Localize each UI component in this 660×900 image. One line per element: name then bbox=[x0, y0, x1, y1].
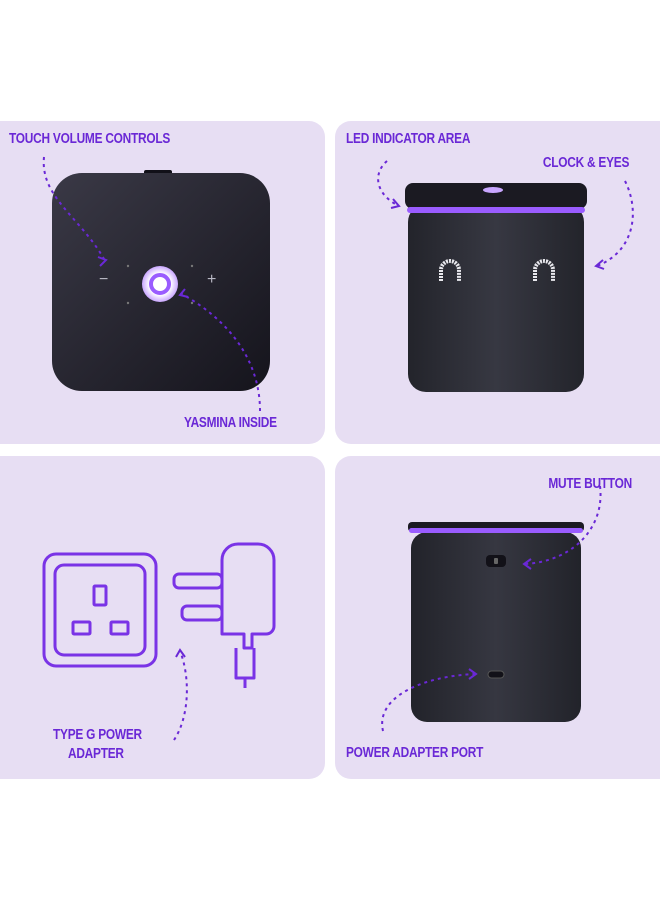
pointer-led-line bbox=[377, 160, 398, 206]
adapter-illustration bbox=[42, 542, 276, 741]
volume-minus-icon[interactable]: − bbox=[99, 271, 109, 288]
panel-back-view: MUTE BUTTON POWER ADAPTER PORT bbox=[335, 456, 660, 779]
device-front-illustration bbox=[377, 160, 634, 392]
socket-neutral-slot bbox=[109, 620, 130, 636]
socket-outline bbox=[42, 552, 158, 668]
label-touch-volume: TOUCH VOLUME CONTROLS bbox=[9, 131, 171, 147]
label-power-port: POWER ADAPTER PORT bbox=[346, 745, 484, 761]
yasmina-logo-icon bbox=[149, 273, 171, 295]
pointer-clock-line bbox=[596, 180, 634, 267]
adapter-body bbox=[220, 542, 276, 650]
pointer-mute-arrow bbox=[522, 558, 532, 570]
pointer-port-line bbox=[381, 673, 476, 732]
panel-front-view: LED INDICATOR AREA CLOCK & EYES bbox=[335, 121, 660, 444]
pointer-mute-line bbox=[524, 485, 602, 565]
label-led-indicator: LED INDICATOR AREA bbox=[346, 131, 471, 147]
fabric-body-back bbox=[411, 532, 581, 722]
socket-earth-slot bbox=[92, 584, 108, 607]
pointer-volume-arrow bbox=[97, 256, 108, 267]
socket-live-slot bbox=[71, 620, 92, 636]
pointer-port-arrow bbox=[468, 668, 478, 680]
plug-pin-top bbox=[172, 572, 224, 590]
socket-inner-outline bbox=[53, 563, 147, 657]
led-strip-back bbox=[409, 528, 583, 533]
panel-power-adapter: TYPE G POWER ADAPTER bbox=[0, 456, 325, 779]
plug-pin-bottom bbox=[180, 604, 224, 622]
pointer-adapter-line bbox=[173, 650, 188, 741]
label-type-g-line2: ADAPTER bbox=[68, 746, 124, 762]
pointer-yasmina-line bbox=[181, 293, 261, 412]
led-indicator-strip bbox=[407, 207, 585, 213]
panel-touch-controls: TOUCH VOLUME CONTROLS − + YASMINA INSIDE bbox=[0, 121, 325, 444]
device-top-cap bbox=[405, 183, 587, 209]
yasmina-ring-icon[interactable] bbox=[142, 266, 178, 302]
label-type-g-line1: TYPE G POWER bbox=[53, 727, 142, 743]
device-top-illustration bbox=[42, 156, 270, 412]
right-eye-icon bbox=[533, 259, 555, 281]
cable-connector bbox=[234, 648, 256, 680]
pointer-volume-line bbox=[42, 156, 105, 260]
usb-port-icon[interactable] bbox=[487, 670, 505, 679]
device-back-illustration bbox=[381, 485, 602, 732]
pointer-led-arrow bbox=[390, 198, 401, 209]
pointer-yasmina-arrow bbox=[178, 288, 189, 298]
label-clock-eyes: CLOCK & EYES bbox=[542, 155, 629, 171]
pointer-clock-arrow bbox=[594, 259, 605, 270]
label-yasmina-inside: YASMINA INSIDE bbox=[184, 415, 277, 431]
fabric-body bbox=[408, 204, 584, 392]
volume-plus-icon[interactable]: + bbox=[207, 271, 217, 288]
left-eye-icon bbox=[439, 259, 461, 281]
label-mute-button: MUTE BUTTON bbox=[548, 476, 632, 492]
top-ring-icon bbox=[483, 187, 503, 193]
pointer-adapter-arrow bbox=[175, 648, 186, 658]
